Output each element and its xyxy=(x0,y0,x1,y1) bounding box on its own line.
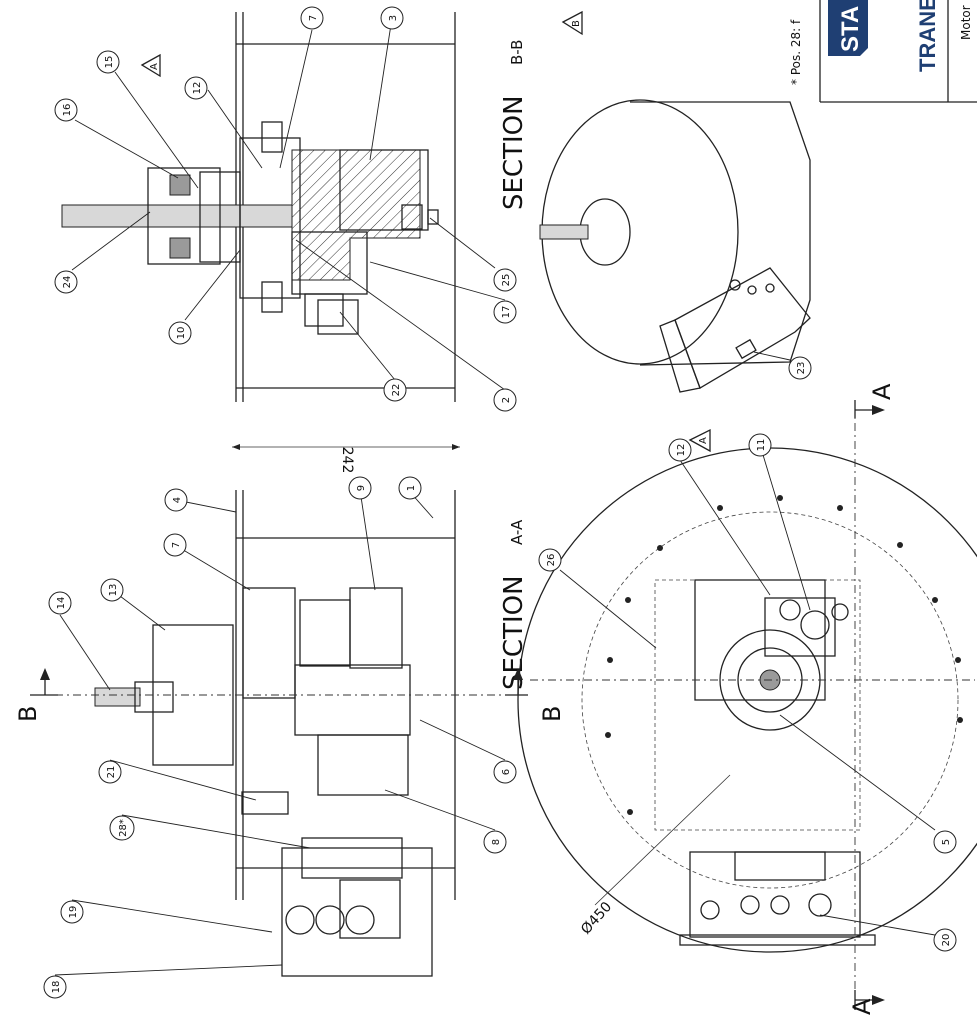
section-aa-suffix: A-A xyxy=(508,519,526,545)
balloon-9: 9 xyxy=(348,476,372,500)
section-aa-view xyxy=(55,490,510,977)
dimension-height-label: 242 xyxy=(339,447,355,474)
svg-text:18: 18 xyxy=(51,981,62,994)
balloon-6: 6 xyxy=(493,760,517,784)
balloon-23: 23 xyxy=(788,356,812,380)
section-bb-view xyxy=(61,12,456,402)
section-bb-suffix: B-B xyxy=(508,40,526,65)
svg-text:21: 21 xyxy=(106,766,117,779)
balloon-1: 1 xyxy=(398,476,422,500)
svg-text:26: 26 xyxy=(546,554,557,567)
section-aa-title: SECTION xyxy=(499,575,529,690)
svg-text:17: 17 xyxy=(501,306,512,319)
revision-mark-a-2: A xyxy=(688,428,711,453)
balloon-15: 15 xyxy=(96,50,120,74)
brand-badge xyxy=(828,0,868,56)
svg-text:2: 2 xyxy=(501,397,512,403)
brand-bottom: TRANE xyxy=(915,0,940,72)
svg-text:7: 7 xyxy=(308,15,319,21)
balloon-7-mid: 7 xyxy=(163,533,187,557)
title-block: STA TRANE Motor xyxy=(819,0,977,103)
balloon-11: 11 xyxy=(748,433,772,457)
svg-text:19: 19 xyxy=(68,906,79,919)
balloon-3: 3 xyxy=(380,6,404,30)
svg-text:28*: 28* xyxy=(118,819,129,837)
balloon-21: 21 xyxy=(98,760,122,784)
dimension-diameter-label: Ø450 xyxy=(578,899,615,938)
svg-text:B: B xyxy=(571,20,582,27)
balloon-17: 17 xyxy=(493,300,517,324)
revision-mark-b: B xyxy=(561,10,583,36)
position-note: * Pos. 28: f xyxy=(789,19,803,85)
svg-text:9: 9 xyxy=(356,485,367,491)
svg-text:6: 6 xyxy=(501,769,512,775)
revision-mark-a-1: A xyxy=(140,53,161,78)
svg-text:10: 10 xyxy=(176,327,187,340)
svg-text:12: 12 xyxy=(676,444,687,457)
balloon-2: 2 xyxy=(493,388,517,412)
brand-top: STA xyxy=(837,6,864,52)
svg-text:25: 25 xyxy=(501,274,512,287)
svg-text:8: 8 xyxy=(491,839,502,845)
svg-text:12: 12 xyxy=(192,82,203,95)
balloon-25: 25 xyxy=(493,268,517,292)
section-bb-title: SECTION xyxy=(499,95,529,210)
svg-text:24: 24 xyxy=(62,276,73,289)
cut-mark-a-top: A xyxy=(854,383,896,418)
balloon-8: 8 xyxy=(483,830,507,854)
svg-text:5: 5 xyxy=(941,839,952,845)
svg-text:A: A xyxy=(698,437,709,444)
svg-text:16: 16 xyxy=(62,104,73,117)
balloon-5: 5 xyxy=(933,830,957,854)
balloon-28: 28* xyxy=(109,815,135,841)
leader-lines xyxy=(54,17,936,976)
balloon-18: 18 xyxy=(43,975,67,999)
cut-mark-b-bottom: B xyxy=(505,668,566,722)
svg-text:15: 15 xyxy=(104,56,115,69)
balloon-14: 14 xyxy=(48,591,72,615)
cut-mark-b-label-1: B xyxy=(14,706,42,722)
svg-text:1: 1 xyxy=(406,485,417,491)
balloon-26: 26 xyxy=(538,548,562,572)
svg-text:3: 3 xyxy=(388,15,399,21)
cut-mark-a-label-2: A xyxy=(848,998,876,1015)
svg-text:22: 22 xyxy=(391,384,402,397)
cut-mark-a-bottom: A xyxy=(848,990,885,1015)
svg-text:23: 23 xyxy=(796,362,807,375)
svg-text:4: 4 xyxy=(172,497,183,503)
svg-text:11: 11 xyxy=(756,439,767,452)
balloon-19: 19 xyxy=(60,900,84,924)
dimension-diameter-450: Ø450 xyxy=(578,774,731,938)
cut-mark-b-label-2: B xyxy=(538,706,566,722)
svg-text:14: 14 xyxy=(56,597,67,610)
balloon-12-top: 12 xyxy=(184,76,208,100)
balloon-22: 22 xyxy=(383,378,407,402)
svg-text:20: 20 xyxy=(941,934,952,947)
cut-mark-a-label-1: A xyxy=(868,383,896,400)
balloon-16: 16 xyxy=(54,98,78,122)
title-block-line: Motor xyxy=(959,5,973,40)
svg-text:13: 13 xyxy=(108,584,119,597)
balloon-4: 4 xyxy=(164,488,188,512)
balloon-13: 13 xyxy=(100,578,124,602)
front-view xyxy=(517,405,977,1005)
cut-mark-b-top: B xyxy=(14,668,58,722)
balloon-24: 24 xyxy=(54,270,78,294)
balloon-10: 10 xyxy=(168,321,192,345)
svg-text:A: A xyxy=(149,63,160,70)
dimension-242: 242 xyxy=(232,444,460,473)
balloon-7-top: 7 xyxy=(300,6,324,30)
isometric-view xyxy=(539,99,811,393)
balloon-20: 20 xyxy=(933,928,957,952)
svg-text:7: 7 xyxy=(171,542,182,548)
balloon-12-front: 12 xyxy=(668,438,692,462)
